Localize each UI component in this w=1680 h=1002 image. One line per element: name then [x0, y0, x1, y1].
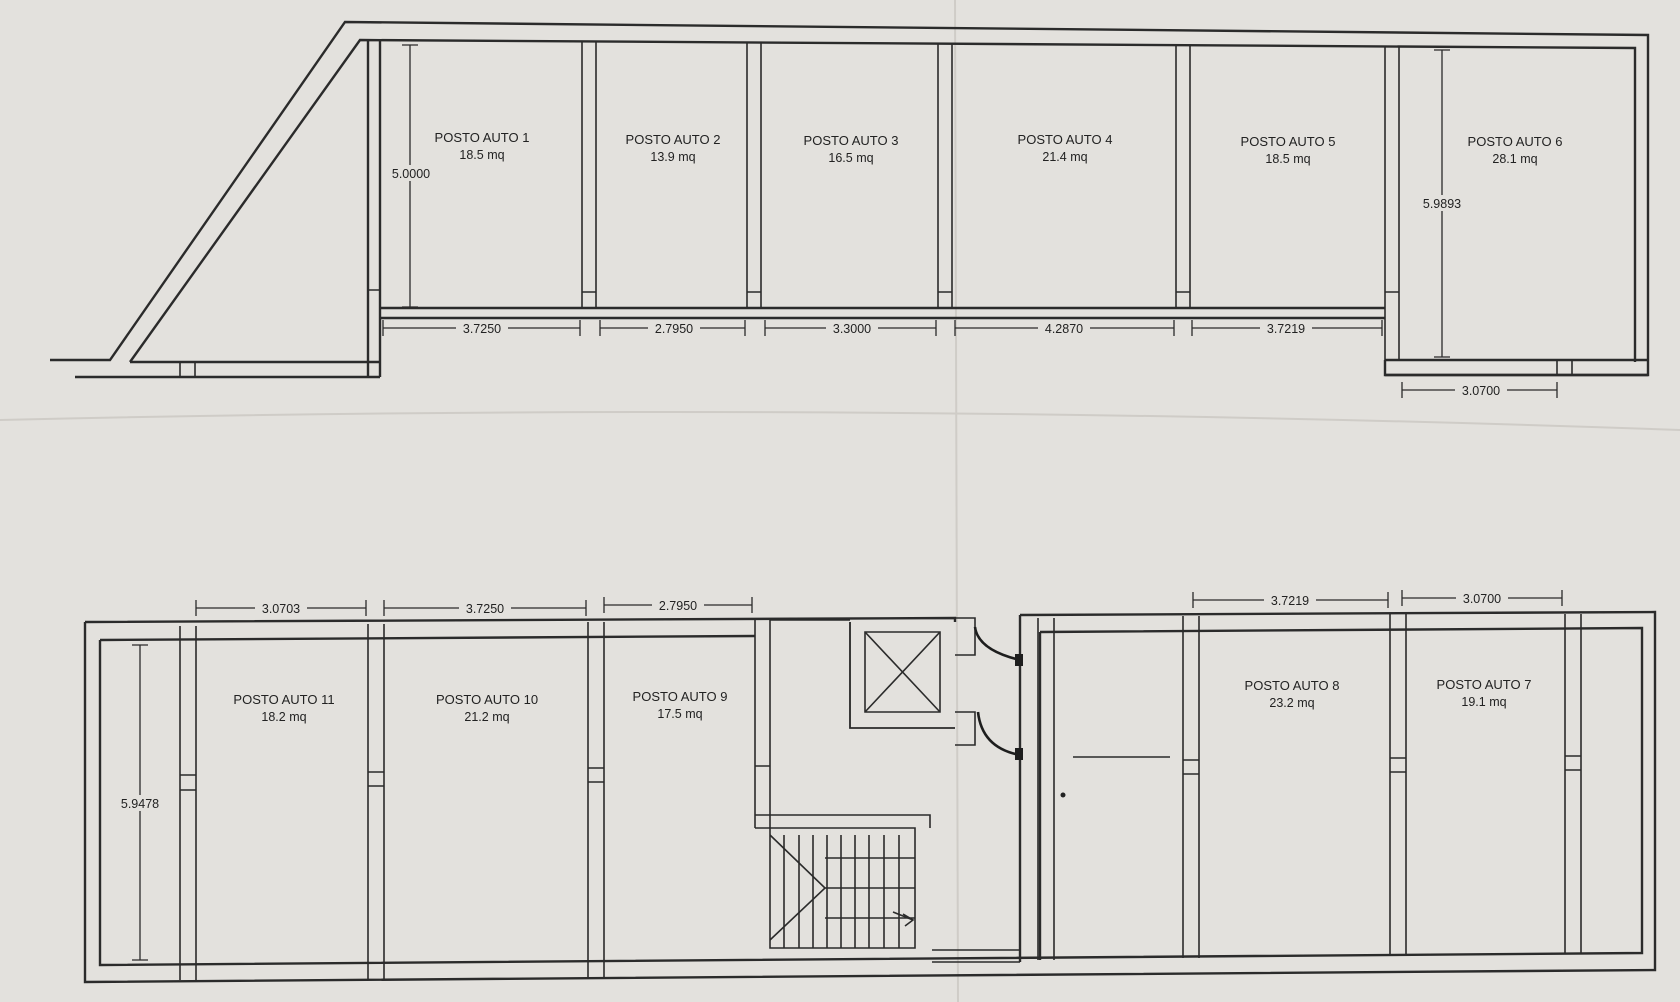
space-7-title: POSTO AUTO 7: [1437, 677, 1532, 692]
space-7-area: 19.1 mq: [1461, 695, 1506, 709]
space-3-title: POSTO AUTO 3: [804, 133, 899, 148]
dimension-labels: 3.7250 2.7950 3.3000 4.2870 3.7219 3.070…: [114, 165, 1508, 811]
space-11-title: POSTO AUTO 11: [233, 692, 334, 707]
space-10-title: POSTO AUTO 10: [436, 692, 538, 707]
space-8-title: POSTO AUTO 8: [1245, 678, 1340, 693]
door-swings: [973, 626, 1023, 760]
dim-space6-depth: 5.9893: [1423, 197, 1461, 211]
dim-bottom-width-8: 3.7219: [1271, 594, 1309, 608]
parking-space-labels: POSTO AUTO 1 18.5 mq POSTO AUTO 2 13.9 m…: [233, 130, 1562, 724]
space-11-area: 18.2 mq: [261, 710, 306, 724]
dim-top-width-2: 2.7950: [655, 322, 693, 336]
space-4-area: 21.4 mq: [1042, 150, 1087, 164]
paper-fold: [954, 0, 959, 1002]
dim-top-depth: 5.0000: [392, 167, 430, 181]
space-1-area: 18.5 mq: [459, 148, 504, 162]
space-9-title: POSTO AUTO 9: [633, 689, 728, 704]
dim-top-width-1: 3.7250: [463, 322, 501, 336]
dim-space6-width: 3.0700: [1462, 384, 1500, 398]
space-4-title: POSTO AUTO 4: [1018, 132, 1113, 147]
dim-bottom-width-11: 3.0703: [262, 602, 300, 616]
space-1-title: POSTO AUTO 1: [435, 130, 530, 145]
space-2-title: POSTO AUTO 2: [626, 132, 721, 147]
dim-top-width-4: 4.2870: [1045, 322, 1083, 336]
space-10-area: 21.2 mq: [464, 710, 509, 724]
space-9-area: 17.5 mq: [657, 707, 702, 721]
space-8-area: 23.2 mq: [1269, 696, 1314, 710]
space-2-area: 13.9 mq: [650, 150, 695, 164]
dim-bottom-width-7: 3.0700: [1463, 592, 1501, 606]
space-6-area: 28.1 mq: [1492, 152, 1537, 166]
space-3-area: 16.5 mq: [828, 151, 873, 165]
dim-bottom-width-9: 2.7950: [659, 599, 697, 613]
dim-top-width-5: 3.7219: [1267, 322, 1305, 336]
dim-bottom-width-10: 3.7250: [466, 602, 504, 616]
top-block-walls: [50, 20, 1650, 379]
space-5-title: POSTO AUTO 5: [1241, 134, 1336, 149]
dim-bottom-depth: 5.9478: [121, 797, 159, 811]
paper-fold: [0, 411, 1680, 431]
dim-top-width-3: 3.3000: [833, 322, 871, 336]
space-5-area: 18.5 mq: [1265, 152, 1310, 166]
bottom-block-walls: [83, 610, 1657, 984]
space-6-title: POSTO AUTO 6: [1468, 134, 1563, 149]
